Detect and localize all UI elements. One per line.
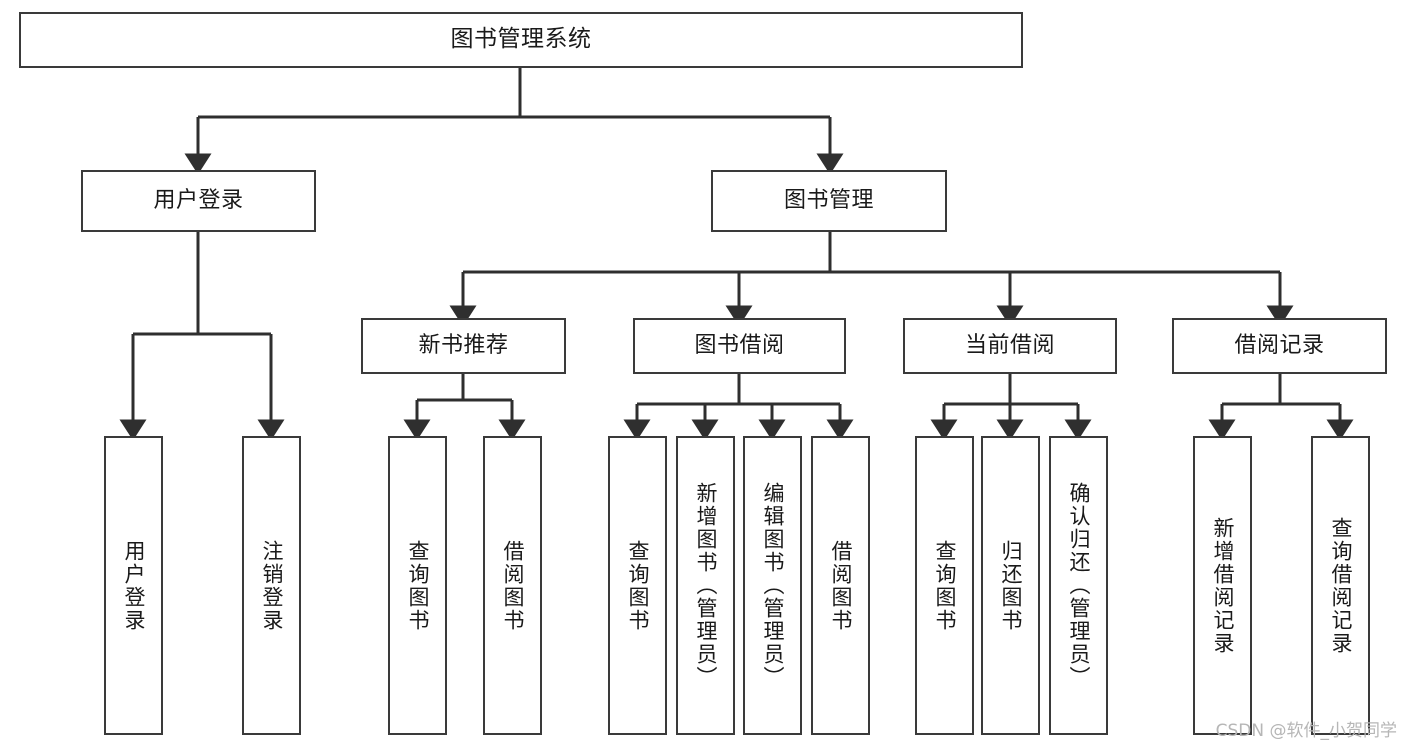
node-book-management[interactable]: 图书管理 <box>711 170 947 232</box>
node-leaf-edit-book-admin[interactable]: 编辑图书（管理员） <box>743 436 802 735</box>
node-leaf-user-login[interactable]: 用户登录 <box>104 436 163 735</box>
node-label: 查询图书 <box>406 539 430 632</box>
node-label: 当前借阅 <box>964 333 1055 359</box>
node-label: 图书管理 <box>783 188 874 214</box>
node-new-book-recommend[interactable]: 新书推荐 <box>361 318 566 374</box>
node-leaf-query-borrow-record[interactable]: 查询借阅记录 <box>1311 436 1370 735</box>
node-label: 新增借阅记录 <box>1211 516 1235 655</box>
node-label: 新书推荐 <box>418 333 509 359</box>
node-label: 编辑图书（管理员） <box>761 482 785 689</box>
node-leaf-borrow-book[interactable]: 借阅图书 <box>811 436 870 735</box>
node-leaf-confirm-return-admin[interactable]: 确认归还（管理员） <box>1049 436 1108 735</box>
node-label: 确认归还（管理员） <box>1067 482 1091 689</box>
node-leaf-query-book-current[interactable]: 查询图书 <box>915 436 974 735</box>
watermark: CSDN @软件_小贺同学 <box>1215 721 1397 741</box>
node-label: 查询图书 <box>933 539 957 632</box>
node-label: 图书管理系统 <box>450 26 592 53</box>
node-root-book-management-system[interactable]: 图书管理系统 <box>19 12 1023 68</box>
node-leaf-add-borrow-record[interactable]: 新增借阅记录 <box>1193 436 1252 735</box>
node-leaf-query-book-borrow[interactable]: 查询图书 <box>608 436 667 735</box>
node-label: 归还图书 <box>999 539 1023 632</box>
node-label: 注销登录 <box>260 539 284 632</box>
node-label: 图书借阅 <box>694 333 785 359</box>
node-label: 查询图书 <box>626 539 650 632</box>
node-label: 用户登录 <box>153 188 244 214</box>
node-label: 借阅图书 <box>829 539 853 632</box>
node-leaf-query-book-recommend[interactable]: 查询图书 <box>388 436 447 735</box>
node-user-login[interactable]: 用户登录 <box>81 170 316 232</box>
node-leaf-add-book-admin[interactable]: 新增图书（管理员） <box>676 436 735 735</box>
node-label: 借阅记录 <box>1234 333 1325 359</box>
node-leaf-borrow-book-recommend[interactable]: 借阅图书 <box>483 436 542 735</box>
node-leaf-return-book[interactable]: 归还图书 <box>981 436 1040 735</box>
node-book-borrow[interactable]: 图书借阅 <box>633 318 846 374</box>
node-label: 借阅图书 <box>501 539 525 632</box>
node-leaf-logout[interactable]: 注销登录 <box>242 436 301 735</box>
node-label: 新增图书（管理员） <box>694 482 718 689</box>
node-borrow-record[interactable]: 借阅记录 <box>1172 318 1387 374</box>
node-current-borrow[interactable]: 当前借阅 <box>903 318 1117 374</box>
node-label: 用户登录 <box>122 539 146 632</box>
node-label: 查询借阅记录 <box>1329 516 1353 655</box>
